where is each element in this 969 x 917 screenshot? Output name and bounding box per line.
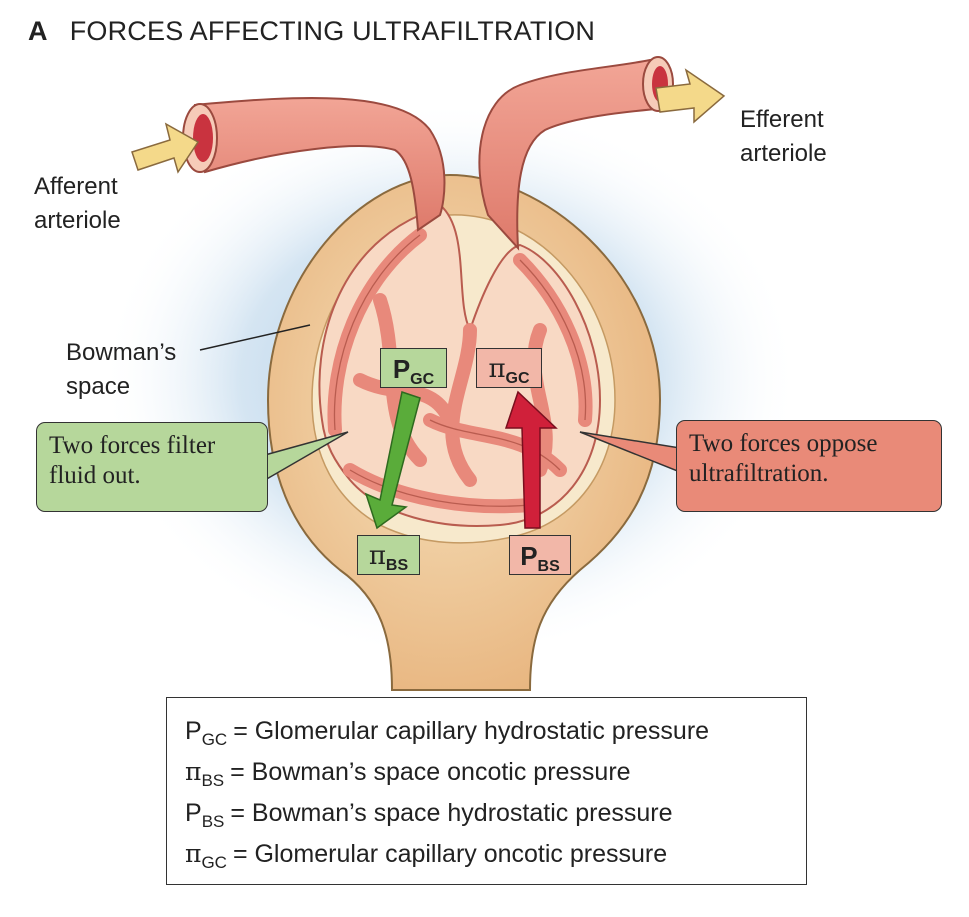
bowman-space-label: Bowman’s space [66,336,176,404]
legend-subscript: GC [201,853,227,872]
pbs-symbol: P [520,541,538,571]
filter-forces-callout: Two forces filter fluid out. [36,422,268,512]
efferent-outflow-arrow [655,68,726,124]
pibs-symbol: π [368,541,386,571]
legend-definition: = Bowman’s space hydrostatic pressure [230,799,673,827]
pgc-symbol: P [392,354,411,384]
capillary-loop-edges [333,234,587,507]
afferent-arteriole-label: Afferent arteriole [34,170,121,238]
legend-definition: = Bowman’s space oncotic pressure [230,758,631,786]
bowman-label-line-1: Bowman’s [66,339,177,366]
figure-title: A FORCES AFFECTING ULTRAFILTRATION [28,16,595,47]
pibs-subscript: BS [385,557,409,574]
legend-subscript: GC [201,730,228,749]
filter-force-arrow [364,391,421,530]
legend-definition: = Glomerular capillary oncotic pressure [232,840,668,868]
efferent-label-line-1: Efferent [740,106,824,133]
afferent-lumen [193,114,213,162]
legend-subscript: BS [201,771,225,790]
legend-symbol: P [185,799,202,827]
oppose-force-arrow [504,390,558,529]
filter-callout-line-2: fluid out. [49,462,141,489]
title-text: FORCES AFFECTING ULTRAFILTRATION [69,16,596,46]
panel-letter: A [28,16,48,46]
afferent-arteriole [193,96,446,232]
bowman-leader-line [199,324,311,351]
pgc-subscript: GC [410,371,435,388]
oppose-callout-line-1: Two forces oppose [689,430,878,457]
legend-subscript: BS [201,812,225,831]
legend-symbol: P [185,717,202,745]
afferent-label-line-1: Afferent [34,173,118,200]
pbs-subscript: BS [537,558,560,575]
afferent-inflow-arrow [131,122,200,174]
legend-definition: = Glomerular capillary hydrostatic press… [233,717,710,745]
efferent-label-line-2: arteriole [740,140,827,167]
legend-symbol: π [185,757,202,786]
oppose-forces-callout: Two forces oppose ultrafiltration. [676,420,942,512]
bowman-label-line-2: space [66,373,131,400]
oppose-callout-line-2: ultrafiltration. [689,460,829,487]
pigc-symbol: π [488,354,506,384]
efferent-arteriole-label: Efferent arteriole [740,103,827,171]
legend-symbol: π [185,839,202,868]
pigc-subscript: GC [505,370,530,387]
afferent-label-line-2: arteriole [34,207,121,234]
filter-callout-line-1: Two forces filter [49,432,216,459]
